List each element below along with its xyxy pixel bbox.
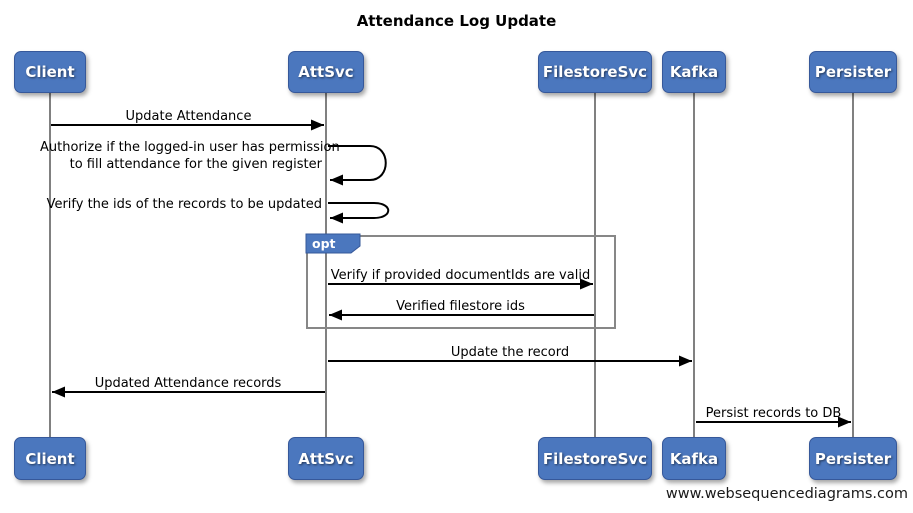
actor-top-attsvc: AttSvc [288,51,364,93]
self-arrow-verify-ids [328,202,390,224]
opt-fragment-tab [305,233,361,254]
watermark-text: www.websequencediagrams.com [665,486,908,502]
self-arrow-authorize [328,145,387,186]
actor-bottom-kafka: Kafka [662,437,726,480]
actor-bottom-filestoresvc: FilestoreSvc [538,437,652,480]
message-label-update-the-record: Update the record [450,345,570,360]
message-label-authorize-line1: Authorize if the logged-in user has perm… [40,140,340,155]
actor-bottom-persister: Persister [809,437,897,480]
actor-top-filestoresvc: FilestoreSvc [538,51,652,93]
opt-fragment-label: opt [312,236,336,251]
message-label-verified-filestore-ids: Verified filestore ids [396,299,525,314]
actor-top-kafka: Kafka [662,51,726,93]
message-label-persist-records: Persist records to DB [705,406,842,421]
message-label-update-attendance: Update Attendance [125,109,252,124]
diagram-title: Attendance Log Update [356,12,557,30]
message-label-verify-documentids: Verify if provided documentIds are valid [330,268,591,283]
message-label-authorize-line2: to fill attendance for the given registe… [69,157,322,172]
message-label-updated-attendance-records: Updated Attendance records [94,376,282,391]
actor-bottom-attsvc: AttSvc [288,437,364,480]
opt-fragment-frame [306,235,616,329]
actor-top-client: Client [14,51,86,93]
message-label-verify-ids: Verify the ids of the records to be upda… [46,197,322,212]
actor-bottom-client: Client [14,437,86,480]
actor-top-persister: Persister [809,51,897,93]
